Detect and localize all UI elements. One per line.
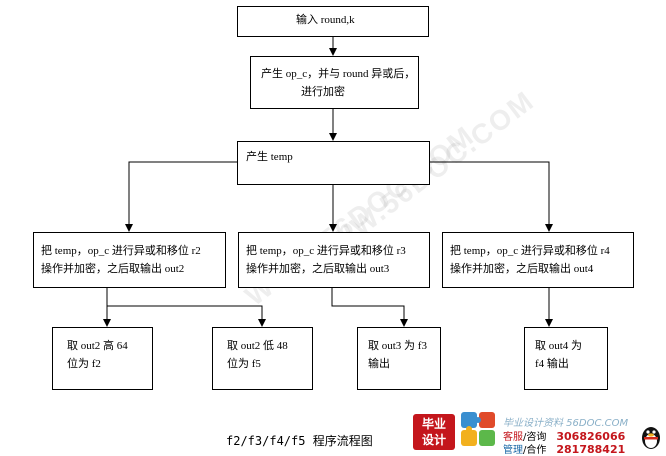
arrow-temp-to-r4 [430, 161, 553, 232]
arrow-r3-to-f3 [331, 288, 408, 327]
node-op-r2: 把 temp，op_c 进行异或和移位 r2 操作并加密，之后取输出 out2 [33, 232, 226, 288]
node-input: 输入 round,k [237, 6, 429, 37]
diagram-caption: f2/f3/f4/f5 程序流程图 [226, 434, 373, 448]
node-f3: 取 out3 为 f3 输出 [357, 327, 441, 390]
node-f4: 取 out4 为 f4 输出 [524, 327, 608, 390]
puzzle-icon [461, 412, 495, 446]
arrow-r2-to-f5 [107, 305, 266, 327]
node-op-r4: 把 temp，op_c 进行异或和移位 r4 操作并加密，之后取输出 out4 [442, 232, 634, 288]
node-f2: 取 out2 高 64 位为 f2 [52, 327, 153, 390]
node-gen-temp: 产生 temp [237, 141, 430, 185]
node-op-r3: 把 temp，op_c 进行异或和移位 r3 操作并加密，之后取输出 out3 [238, 232, 430, 288]
brand-site: 毕业设计资料 56DOC.COM [503, 418, 629, 429]
qq-penguin-icon [642, 427, 660, 449]
node-f5: 取 out2 低 48 位为 f5 [212, 327, 313, 390]
brand-logo: 毕业 设计 [413, 414, 455, 450]
arrow-temp-to-r2 [125, 161, 237, 232]
node-xor-encrypt: 产生 op_c，并与 round 异或后， 进行加密 [250, 56, 419, 109]
